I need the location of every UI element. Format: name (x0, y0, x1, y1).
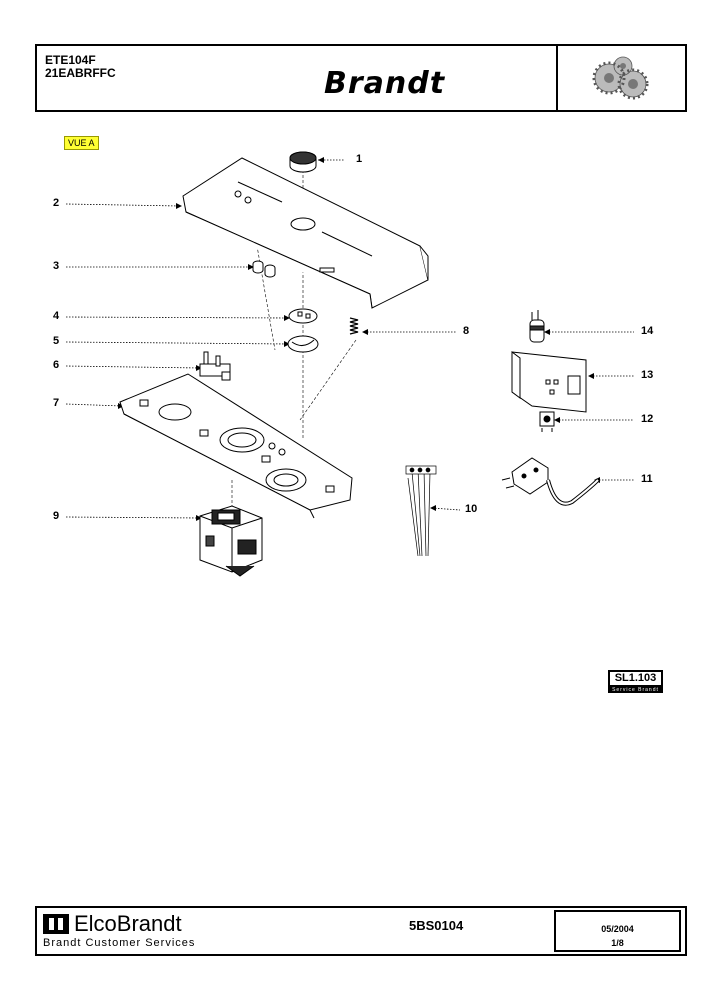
leader-10 (431, 507, 461, 511)
part-12-terminal-block (539, 411, 555, 432)
callout-5: 5 (53, 335, 60, 347)
company-logo: ElcoBrandt (43, 912, 195, 936)
model-info: ETE104F 21EABRFFC (45, 54, 116, 80)
view-label: VUE A (64, 136, 99, 150)
leader-5 (65, 341, 289, 345)
callout-11: 11 (641, 473, 653, 485)
header-box: ETE104F 21EABRFFC Brandt (35, 44, 687, 112)
footer-box: ElcoBrandt Brandt Customer Services 5BS0… (35, 906, 687, 956)
leader-7 (65, 403, 123, 407)
callout-4: 4 (53, 310, 60, 322)
company-name: ElcoBrandt (74, 911, 182, 936)
callout-6: 6 (53, 359, 60, 371)
service-code-subtitle: Service Brandt (608, 687, 663, 693)
part-1-knob (289, 151, 317, 173)
service-code: SL1.103 (608, 670, 663, 687)
callout-7: 7 (53, 397, 60, 409)
model-number: ETE104F (45, 53, 96, 67)
services-label: Brandt Customer Services (43, 937, 196, 949)
callout-9: 9 (53, 510, 60, 522)
callout-8: 8 (463, 325, 470, 337)
part-6-switch (199, 351, 231, 381)
leader-4 (65, 316, 289, 319)
company-block: ElcoBrandt Brandt Customer Services (43, 912, 195, 949)
part-14-capacitor (529, 310, 545, 343)
document-date: 05/2004 (601, 924, 634, 934)
part-2-control-panel (182, 157, 429, 309)
callout-3: 3 (53, 260, 60, 272)
document-ref: 5BS0104 (409, 918, 464, 933)
part-3-buttons (252, 260, 276, 278)
brand-logo: Brandt (324, 66, 446, 101)
model-code: 21EABRFFC (45, 66, 116, 80)
part-4-disc (288, 308, 318, 324)
exploded-parts-diagram (65, 151, 634, 577)
part-10-wire-harness (405, 465, 437, 557)
part-13-bracket (511, 351, 587, 413)
part-7-base-plate (119, 373, 353, 519)
leader-9 (65, 516, 201, 519)
date-page-box: 05/2004 1/8 (554, 910, 681, 952)
gears-logo-icon (592, 56, 649, 100)
elcobrandt-logo-icon (43, 914, 69, 934)
page-number: 1/8 (611, 938, 624, 948)
part-11-power-cord (501, 457, 600, 506)
header-divider (556, 46, 558, 110)
leader-2 (65, 203, 181, 207)
callout-13: 13 (641, 369, 654, 381)
part-9-relay (199, 505, 263, 577)
callout-10: 10 (465, 503, 478, 515)
part-8-spring (349, 317, 359, 335)
service-code-badge: SL1.103 Service Brandt (608, 670, 663, 693)
callout-14: 14 (641, 325, 654, 337)
callout-2: 2 (53, 197, 60, 209)
callout-1: 1 (356, 153, 363, 165)
leader-6 (65, 365, 201, 369)
callout-12: 12 (641, 413, 654, 425)
part-5-disc (287, 335, 319, 353)
